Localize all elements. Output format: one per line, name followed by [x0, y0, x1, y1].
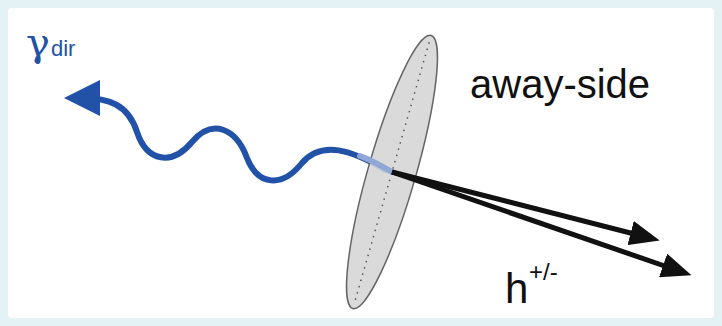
hadron-charge: +/- [529, 260, 558, 284]
photon-wave-overlap [360, 156, 392, 172]
photon-wave [82, 98, 385, 180]
photon-subscript: dir [51, 38, 75, 60]
hadron-track [392, 172, 682, 272]
photon-symbol: γ [26, 22, 50, 62]
hadron-track [392, 172, 650, 238]
hadron-symbol: h [505, 268, 528, 310]
region-label: away-side [470, 64, 650, 104]
